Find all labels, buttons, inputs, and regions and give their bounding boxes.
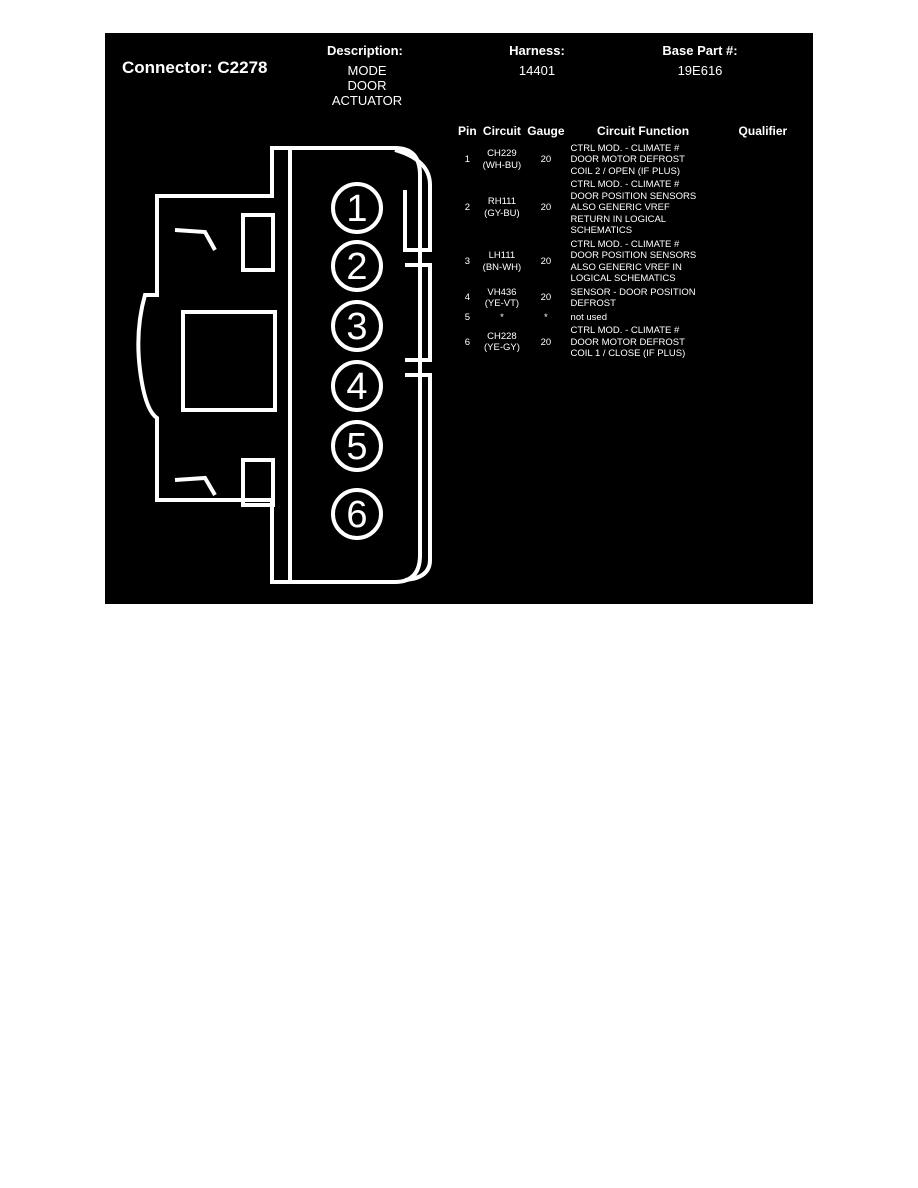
description-line-1: MODE DOOR (347, 63, 387, 93)
circuit: * (480, 311, 525, 325)
circuit-function: SENSOR - DOOR POSITION DEFROST (570, 286, 696, 310)
column-header: Gauge (527, 124, 565, 138)
pin-cavity (331, 240, 383, 292)
pin-label: 3 (346, 306, 367, 348)
gauge: * (544, 311, 548, 323)
qualifier (719, 324, 791, 361)
table-row: 4 VH436(YE-VT) 20 SENSOR - DOOR POSITION… (455, 286, 790, 311)
circuit: CH228(YE-GY) (480, 324, 525, 361)
pin-label: 5 (346, 426, 367, 468)
gauge: 20 (540, 336, 552, 348)
connector-lock (181, 310, 277, 412)
pinout-table: Pin Circuit Gauge Circuit Function Qualifier… (455, 124, 790, 361)
circuit-id: VH436 (487, 286, 517, 298)
pin-cavity (331, 182, 383, 234)
column-header: Circuit Function (597, 124, 690, 138)
wire-color: (YE-GY) (483, 342, 520, 354)
connector-panel: Connector: C2278 Description: MODE DOOR … (105, 33, 813, 604)
circuit-function: CTRL MOD. - CLIMATE # DOOR POSITION SENS… (570, 179, 697, 236)
pin-label: 1 (346, 188, 367, 230)
pin-number: 2 (464, 202, 470, 213)
column-header: Circuit (482, 124, 521, 138)
qualifier (719, 238, 791, 286)
table-row: 6 CH228(YE-GY) 20 CTRL MOD. - CLIMATE # … (455, 324, 790, 361)
base-part-value: 19E616 (677, 63, 723, 78)
connector-diagram: 1 2 3 4 5 6 (136, 146, 432, 584)
connector-body (288, 146, 422, 584)
connector-housing (136, 146, 290, 584)
pin-number: 4 (464, 292, 470, 304)
connector-latch (394, 148, 432, 582)
qualifier (719, 142, 791, 179)
harness: Harness: 14401 (497, 43, 577, 78)
qualifier (719, 286, 791, 311)
circuit-id: LH111 (488, 250, 516, 261)
circuit-function: CTRL MOD. - CLIMATE # DOOR POSITION SENS… (570, 238, 697, 285)
pin-number: 1 (464, 154, 470, 165)
base-part: Base Part #: 19E616 (650, 43, 750, 78)
pin-cavity (331, 420, 383, 472)
pin-number: 5 (464, 311, 470, 323)
pin-number: 6 (464, 336, 470, 348)
wire-color: (GY-BU) (484, 207, 520, 219)
circuit: CH229(WH-BU) (480, 142, 525, 179)
pin-number: 3 (464, 255, 470, 267)
circuit: RH111(GY-BU) (480, 178, 525, 238)
pin-label: 6 (346, 494, 367, 536)
gauge: 20 (540, 255, 552, 267)
description-line-2: ACTUATOR (331, 93, 403, 108)
pin-cavity (331, 488, 383, 540)
table-row: 3 LH111(BN-WH) 20 CTRL MOD. - CLIMATE # … (455, 238, 790, 286)
circuit-function: CTRL MOD. - CLIMATE # DOOR MOTOR DEFROST… (570, 142, 685, 177)
circuit-id: RH111 (487, 196, 517, 208)
connector-title: Connector: C2278 (122, 58, 268, 77)
pin-cavity (331, 300, 383, 352)
description-label: Description: (327, 43, 403, 58)
column-header: Pin (458, 124, 477, 138)
circuit: VH436(YE-VT) (480, 286, 525, 311)
wire-color: (YE-VT) (484, 298, 520, 309)
table-row: 5 * * not used (455, 311, 790, 325)
gauge: 20 (540, 202, 552, 213)
description: Description: MODE DOOR ACTUATOR (327, 43, 407, 108)
wire-color: (BN-WH) (482, 261, 522, 273)
pin-label: 2 (346, 246, 367, 288)
qualifier (719, 178, 791, 238)
wire-color: (WH-BU) (482, 159, 522, 171)
circuit-function: not used (570, 311, 607, 323)
harness-value: 14401 (518, 63, 556, 78)
pin-cavity (331, 360, 383, 412)
table-row: 1 CH229(WH-BU) 20 CTRL MOD. - CLIMATE # … (455, 142, 790, 179)
qualifier (719, 311, 791, 325)
circuit-id: CH228 (487, 330, 517, 342)
harness-label: Harness: (509, 43, 565, 58)
circuit-id: CH229 (487, 148, 517, 160)
circuit-function: CTRL MOD. - CLIMATE # DOOR MOTOR DEFROST… (570, 325, 686, 359)
table-row: 2 RH111(GY-BU) 20 CTRL MOD. - CLIMATE # … (455, 178, 790, 238)
gauge: 20 (540, 154, 552, 165)
gauge: 20 (540, 292, 552, 304)
base-part-label: Base Part #: (662, 43, 738, 58)
circuit-id: * (500, 311, 504, 323)
description-value: MODE DOOR ACTUATOR (327, 63, 407, 108)
circuit: LH111(BN-WH) (480, 238, 525, 286)
column-header: Qualifier (738, 124, 788, 138)
pin-label: 4 (346, 366, 367, 408)
